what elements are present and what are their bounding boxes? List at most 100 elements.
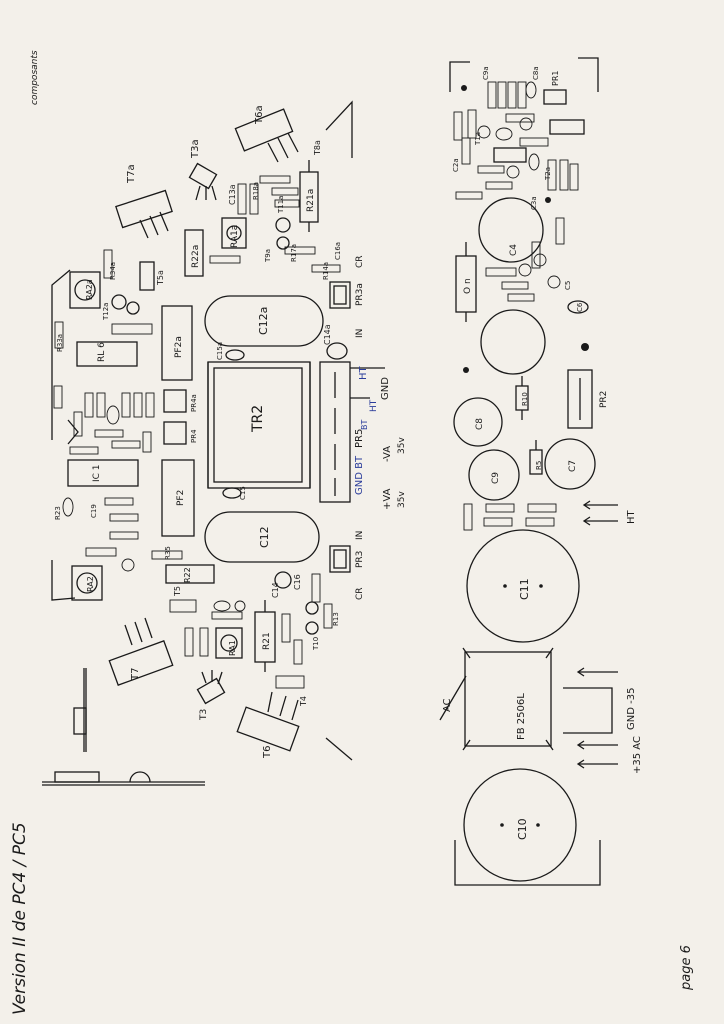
power-connector-labels: HT GND HT BT GND BT -VA 35v +VA 35v (354, 365, 407, 510)
resistor-column-left (53, 385, 155, 455)
svg-text:PR1: PR1 (551, 71, 560, 86)
transformer-tr2: TR2 (207, 361, 311, 489)
svg-text:T6a: T6a (254, 105, 265, 125)
capacitor-c9: C9 (468, 449, 520, 501)
svg-text:C3a: C3a (530, 196, 538, 210)
svg-text:GND -35: GND -35 (626, 688, 637, 730)
transistor-t7a: T7a (115, 164, 173, 239)
resistor-r22: R22 (165, 564, 215, 584)
capacitor-c4: C4 (478, 197, 544, 263)
transistor-t12a: T12a (102, 294, 153, 335)
svg-text:RA2a: RA2a (85, 279, 94, 300)
svg-text:-VA: -VA (382, 446, 393, 462)
svg-text:R21: R21 (262, 632, 272, 650)
version-title: Version II de PC4 / PC5 (10, 822, 30, 1015)
svg-text:T5a: T5a (156, 270, 165, 286)
resistor-r21a: R21a T8a (299, 140, 322, 232)
svg-text:BT: BT (360, 420, 369, 430)
svg-text:T4: T4 (299, 696, 308, 707)
svg-text:C19: C19 (90, 504, 98, 518)
connector-pr3: PR3 IN CR (329, 531, 365, 600)
svg-text:T5: T5 (173, 586, 182, 597)
svg-text:T3a: T3a (190, 139, 201, 159)
svg-text:R22a: R22a (191, 245, 201, 268)
top-cluster-pr1: PR1 C9a C8a T1a C2a T2a (452, 66, 585, 245)
corner-label: composants (30, 50, 40, 105)
relay-rl: RL 6 (76, 341, 138, 367)
svg-text:PR4: PR4 (190, 429, 198, 443)
svg-text:T2a: T2a (544, 167, 552, 181)
resistor-r34a: R34a (103, 249, 117, 280)
svg-text:35v: 35v (397, 491, 407, 508)
svg-text:AC: AC (442, 698, 453, 712)
trimmer-ra1a: RA1a (221, 217, 247, 249)
svg-text:PF2: PF2 (176, 490, 186, 506)
transistor-t3: T3 (196, 670, 226, 721)
svg-text:C15a: C15a (216, 342, 224, 360)
svg-text:R13: R13 (332, 612, 340, 626)
svg-text:RA2: RA2 (86, 576, 95, 592)
capacitor-c14: C14 (271, 571, 292, 598)
transistor-t4: T4 (275, 675, 308, 707)
svg-text:R14a: R14a (322, 262, 330, 280)
svg-text:CR: CR (355, 587, 365, 600)
svg-text:T8a: T8a (313, 140, 322, 156)
svg-text:PR2: PR2 (599, 391, 609, 408)
svg-text:R34a: R34a (109, 262, 117, 280)
bridge-rectifier: FB 2506L AC (439, 647, 554, 751)
small-parts-t9a: T9a T11a R17a C16a R14a (209, 196, 342, 280)
svg-text:IN: IN (355, 531, 365, 540)
svg-text:C14: C14 (271, 582, 280, 598)
svg-text:T9a: T9a (264, 249, 272, 263)
capacitor-c11: C11 (466, 529, 580, 643)
svg-text:C11: C11 (518, 578, 531, 600)
svg-text:HT: HT (369, 399, 379, 412)
svg-text:T10: T10 (312, 637, 320, 651)
transistor-t3a: T3a (188, 139, 218, 201)
svg-text:T6: T6 (262, 746, 273, 759)
svg-text:O n: O n (463, 278, 473, 294)
resistor-cluster-bottom (184, 573, 333, 665)
right-board: PR1 C9a C8a T1a C2a T2a (439, 57, 643, 886)
fuse-holder-pf2a: PF2a (161, 305, 193, 381)
small-parts-c5: C5 C6 (485, 241, 589, 351)
left-board: T7a T3a T6a R21a T8a C13a (42, 100, 407, 786)
trimmer-ra2a: RA2a (69, 271, 101, 309)
terminal-block-pr5: PR5 (319, 361, 385, 503)
svg-text:C10: C10 (516, 818, 529, 840)
svg-text:CR: CR (355, 255, 365, 268)
small-parts-lower: R35 R23 C19 (54, 497, 183, 572)
transistor-t5: T5 (169, 586, 197, 613)
capacitor-c12: C12 (204, 511, 320, 563)
trimmer-ra2: RA2 (71, 565, 103, 601)
transistor-t5a: T5a (139, 261, 165, 291)
connector-pr3a: PR3a IN CR (329, 255, 365, 338)
connector-pr4a: PR4a PR4 (163, 389, 198, 445)
power-input-terminal: GND -35 +35 AC (563, 667, 643, 774)
page-number: page 6 (679, 945, 694, 991)
transistor-t7: T7 (108, 617, 174, 686)
svg-text:R5: R5 (535, 461, 543, 470)
svg-text:C13a: C13a (228, 184, 237, 205)
svg-text:IC 1: IC 1 (92, 464, 102, 482)
svg-text:C5: C5 (564, 281, 572, 290)
svg-text:+35 AC: +35 AC (632, 736, 643, 774)
transistor-t6a: T6a (234, 105, 299, 163)
svg-text:C4: C4 (509, 244, 519, 256)
svg-text:C9: C9 (491, 472, 501, 484)
resistor-r-on: O n (455, 242, 477, 322)
svg-text:+VA: +VA (382, 488, 393, 510)
heatsink-profile-sketch (42, 668, 205, 786)
resistor-r33a: R33a (54, 321, 64, 352)
resistor-r22a: R22a (184, 229, 204, 277)
svg-text:GND: GND (380, 377, 391, 400)
svg-text:R22: R22 (183, 567, 192, 583)
capacitor-c14a: C14a (323, 324, 348, 360)
fuse-holder-pf2: PF2 (161, 459, 195, 537)
svg-text:C12a: C12a (257, 307, 270, 335)
diode-row: HT (463, 500, 637, 531)
capacitor-c12a: C12a (204, 295, 324, 347)
svg-text:C16a: C16a (334, 242, 342, 260)
svg-text:PR3: PR3 (355, 551, 365, 568)
